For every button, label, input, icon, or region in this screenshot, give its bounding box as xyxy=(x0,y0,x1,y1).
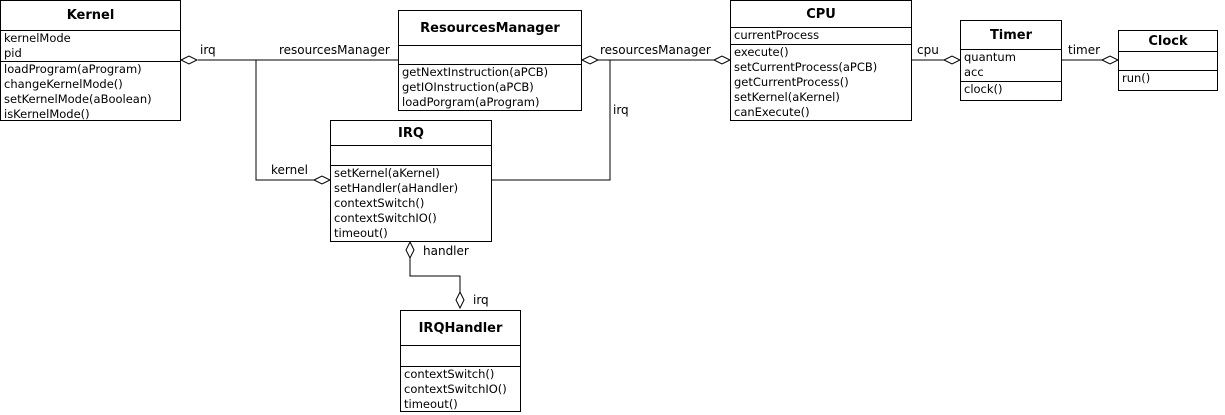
method: setKernel(aKernel) xyxy=(334,166,440,180)
class-clock[interactable]: Clock run() xyxy=(1118,30,1218,91)
attribute: pid xyxy=(4,46,22,60)
class-irq-attributes xyxy=(331,146,491,166)
method: clock() xyxy=(964,82,1003,96)
label-kernel-resources-manager: resourcesManager xyxy=(279,43,390,57)
label-cpu-irq: irq xyxy=(613,103,629,117)
class-resources-manager-methods: getNextInstruction(aPCB) getIOInstructio… xyxy=(399,65,581,110)
class-kernel[interactable]: Kernel kernelMode pid loadProgram(aProgr… xyxy=(0,0,181,121)
method: setKernel(aKernel) xyxy=(734,90,840,104)
class-cpu-methods: execute() setCurrentProcess(aPCB) getCur… xyxy=(731,45,911,120)
irq-kernel-line xyxy=(255,60,314,181)
method: getCurrentProcess() xyxy=(734,75,849,89)
method: loadProgram(aProgram) xyxy=(4,62,142,76)
method: timeout() xyxy=(334,226,388,240)
label-kernel-irq: irq xyxy=(200,43,216,57)
cpu-irq-line xyxy=(492,60,611,181)
class-clock-methods: run() xyxy=(1119,71,1217,86)
class-resources-manager-name: ResourcesManager xyxy=(399,11,581,46)
method: setKernelMode(aBoolean) xyxy=(4,92,152,106)
class-irq[interactable]: IRQ setKernel(aKernel) setHandler(aHandl… xyxy=(330,120,492,242)
class-timer[interactable]: Timer quantum acc clock() xyxy=(960,20,1062,101)
class-cpu-attributes: currentProcess xyxy=(731,28,911,45)
label-handler-irq: irq xyxy=(473,293,489,307)
label-irq-handler: handler xyxy=(423,244,469,258)
method: contextSwitch() xyxy=(334,196,425,210)
class-resources-manager-attributes xyxy=(399,46,581,65)
class-cpu-name: CPU xyxy=(731,1,911,28)
method: canExecute() xyxy=(734,105,810,119)
method: getIOInstruction(aPCB) xyxy=(402,80,534,94)
method: setHandler(aHandler) xyxy=(334,181,459,195)
diamond-handler-irq xyxy=(455,290,465,310)
class-irq-name: IRQ xyxy=(331,121,491,146)
method: setCurrentProcess(aPCB) xyxy=(734,60,878,74)
class-irq-handler-name: IRQHandler xyxy=(401,311,520,346)
method: contextSwitchIO() xyxy=(334,211,437,225)
diamond-cpu-timer xyxy=(942,55,962,65)
attribute: acc xyxy=(964,65,984,79)
method: isKernelMode() xyxy=(4,107,90,121)
attribute: kernelMode xyxy=(4,31,71,45)
irq-handler-line xyxy=(409,258,461,292)
diamond-cpu-resources xyxy=(712,55,732,65)
class-kernel-name: Kernel xyxy=(1,1,180,31)
diamond-clock-timer xyxy=(1100,55,1120,65)
label-clock-timer: timer xyxy=(1068,43,1101,57)
class-resources-manager[interactable]: ResourcesManager getNextInstruction(aPCB… xyxy=(398,10,582,111)
method: getNextInstruction(aPCB) xyxy=(402,65,549,79)
attribute: currentProcess xyxy=(734,28,820,42)
diamond-kernel-irq xyxy=(179,55,199,65)
class-kernel-methods: loadProgram(aProgram) changeKernelMode()… xyxy=(1,62,180,122)
method: contextSwitchIO() xyxy=(404,382,507,396)
class-irq-handler-attributes xyxy=(401,346,520,367)
diamond-resources-cpu xyxy=(580,55,600,65)
class-irq-methods: setKernel(aKernel) setHandler(aHandler) … xyxy=(331,166,491,241)
class-timer-name: Timer xyxy=(961,21,1061,50)
class-clock-name: Clock xyxy=(1119,31,1217,52)
method: changeKernelMode() xyxy=(4,77,123,91)
class-cpu[interactable]: CPU currentProcess execute() setCurrentP… xyxy=(730,0,912,121)
diamond-irq-handler xyxy=(405,240,415,260)
method: contextSwitch() xyxy=(404,367,495,381)
method: execute() xyxy=(734,45,789,59)
method: timeout() xyxy=(404,397,458,411)
attribute: quantum xyxy=(964,50,1016,64)
class-irq-handler[interactable]: IRQHandler contextSwitch() contextSwitch… xyxy=(400,310,521,412)
method: run() xyxy=(1122,71,1151,85)
label-irq-kernel: kernel xyxy=(271,163,308,177)
class-clock-attributes xyxy=(1119,52,1217,71)
method: loadPorgram(aProgram) xyxy=(402,95,540,109)
label-cpu-resources-manager: resourcesManager xyxy=(600,43,711,57)
class-timer-methods: clock() xyxy=(961,82,1061,97)
diamond-irq-kernel xyxy=(312,175,332,185)
class-kernel-attributes: kernelMode pid xyxy=(1,31,180,62)
class-irq-handler-methods: contextSwitch() contextSwitchIO() timeou… xyxy=(401,367,520,412)
class-timer-attributes: quantum acc xyxy=(961,50,1061,82)
label-cpu-timer: cpu xyxy=(917,43,939,57)
